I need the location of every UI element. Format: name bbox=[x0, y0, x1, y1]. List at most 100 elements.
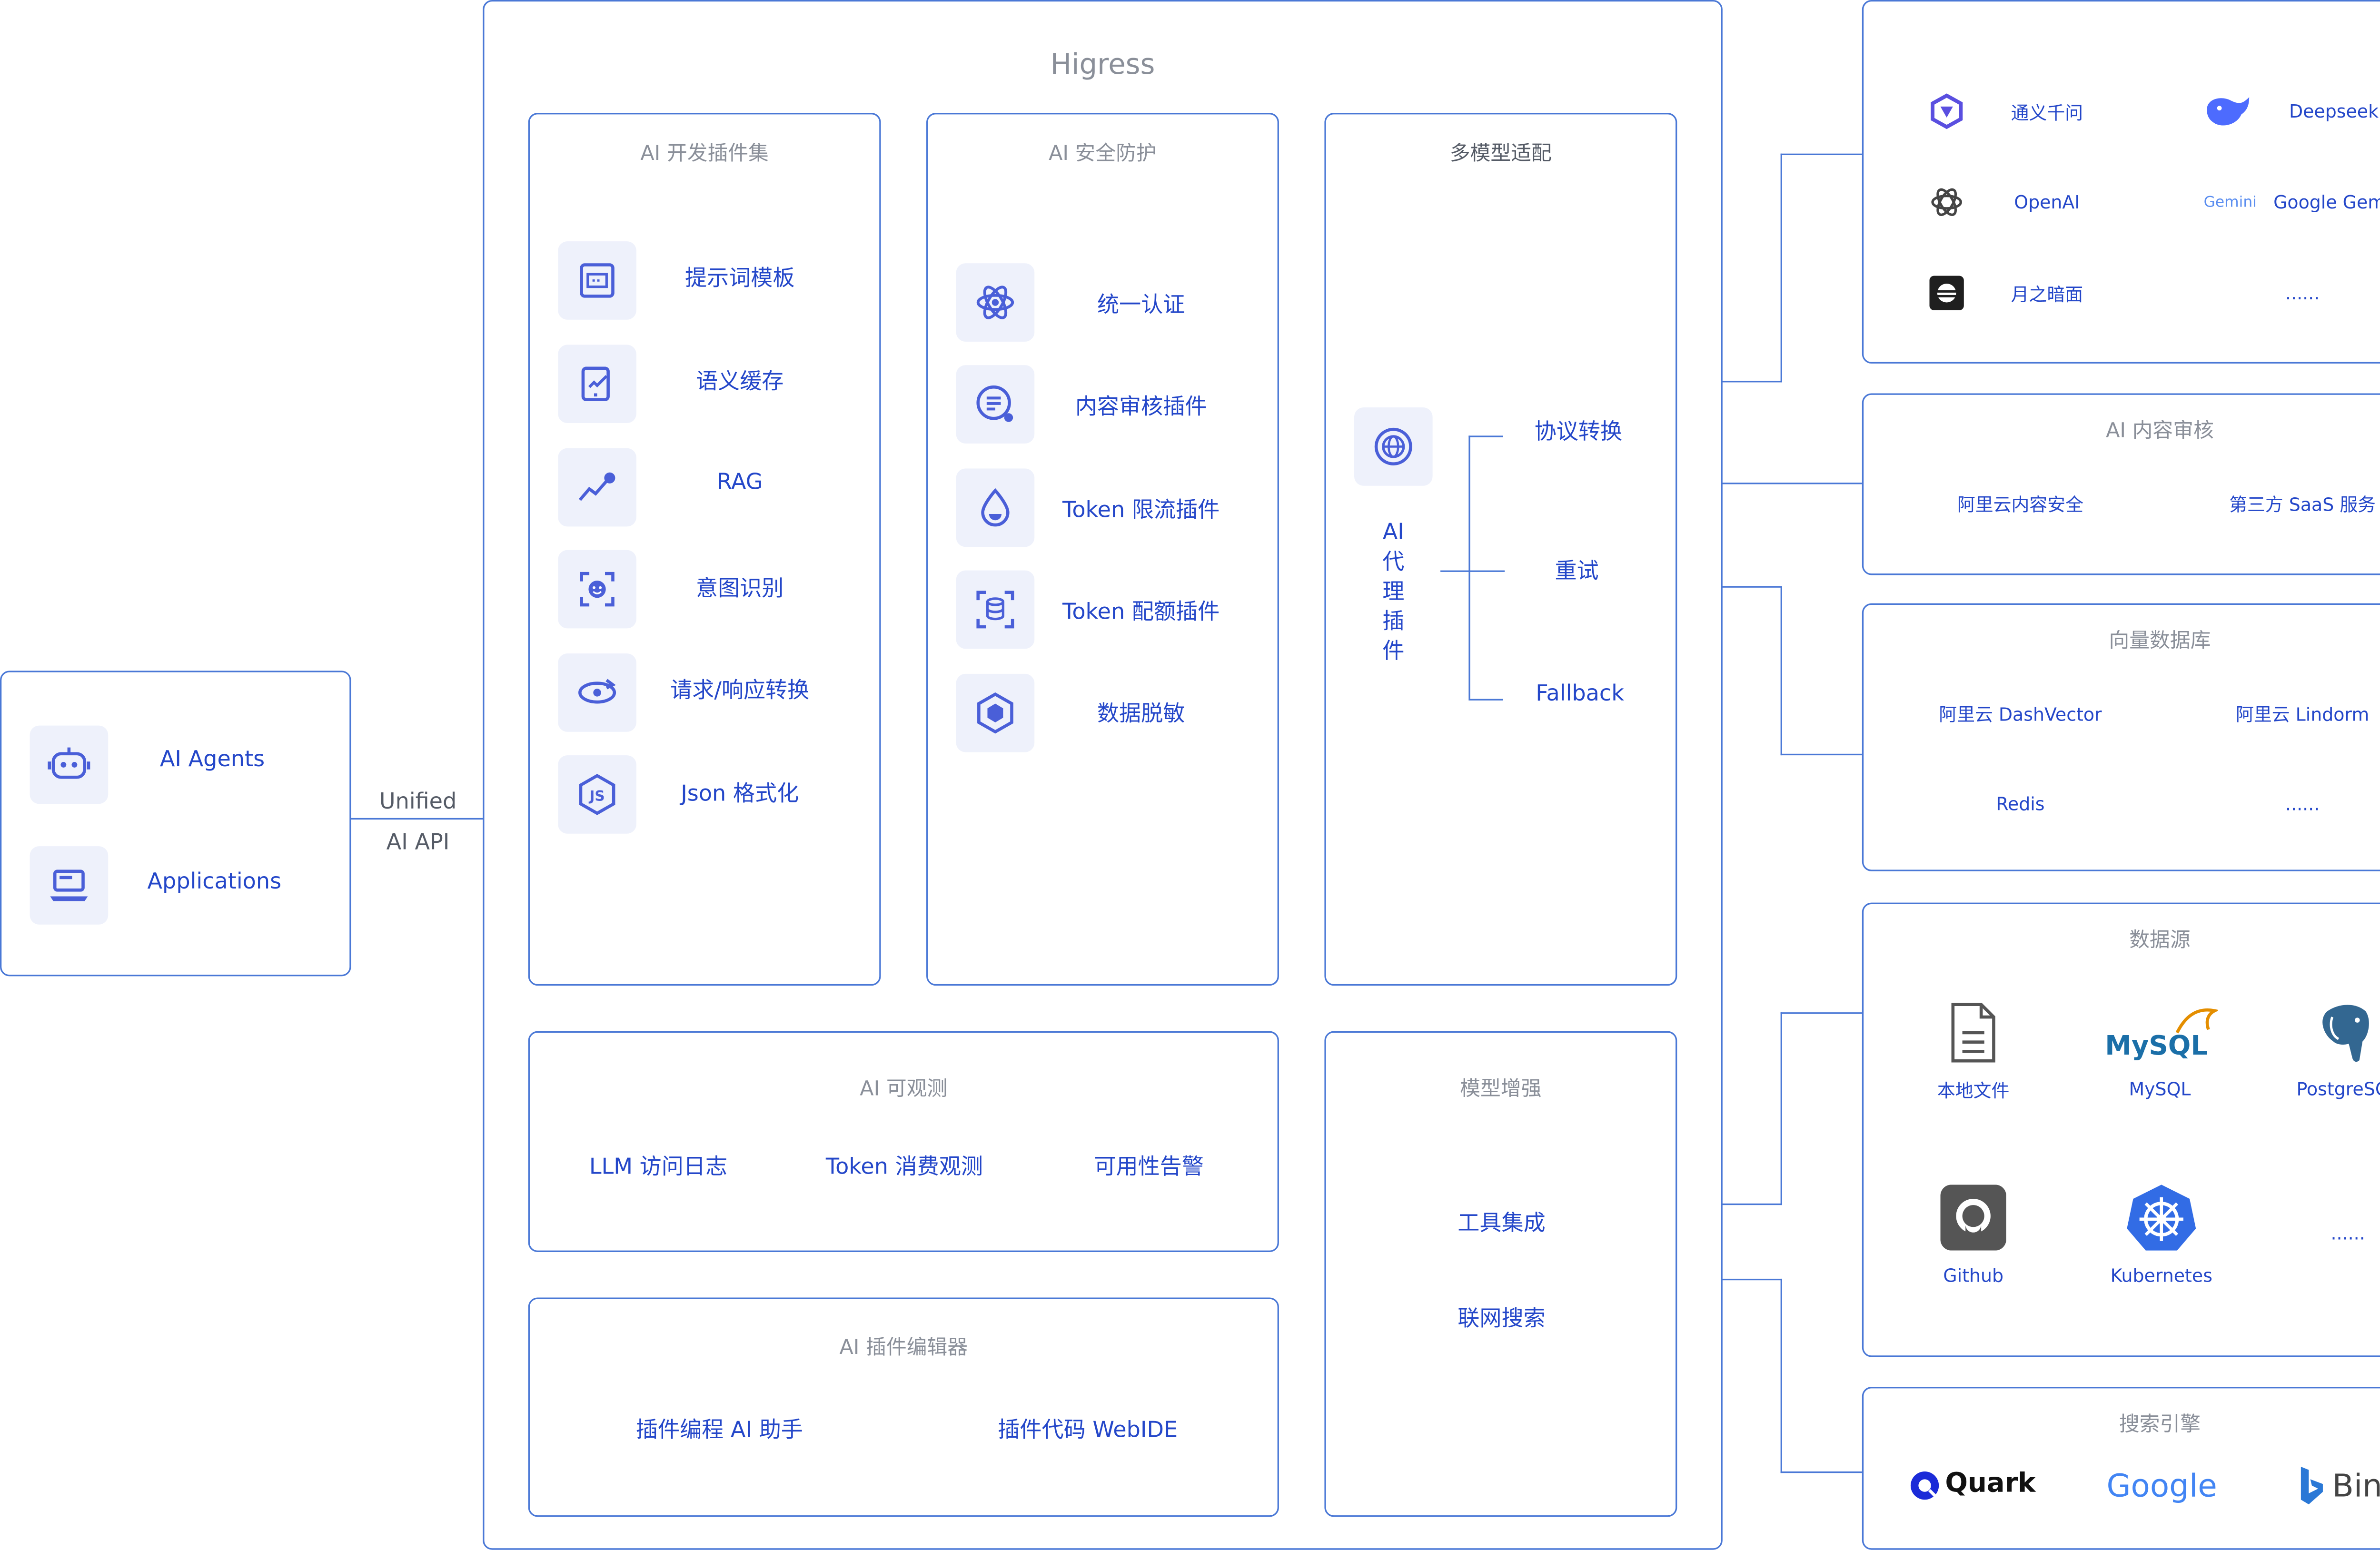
api-line2: AI API bbox=[386, 830, 450, 856]
vector-db-box: 向量数据库 阿里云 DashVector 阿里云 Lindorm Redis .… bbox=[1862, 603, 2380, 871]
laptop-icon bbox=[50, 869, 88, 901]
postgresql-elephant-icon bbox=[2320, 1002, 2371, 1064]
quota-icon-tile bbox=[956, 570, 1035, 649]
datasource-item-3: Github bbox=[1943, 1264, 2004, 1287]
enhance-item-0: 工具集成 bbox=[1458, 1211, 1546, 1237]
dev-item-5: Json 格式化 bbox=[681, 782, 799, 807]
search-item-2: Bing bbox=[2332, 1467, 2380, 1505]
intent-icon-tile bbox=[558, 550, 636, 629]
tablet-pen-icon bbox=[581, 366, 610, 401]
auth-icon-tile bbox=[956, 263, 1035, 342]
clients-box: AI Agents Applications bbox=[0, 671, 351, 977]
rag-icon-tile bbox=[558, 448, 636, 527]
data-sources-box: 数据源 本地文件 MySQL MySQL PostgreSQL Github K… bbox=[1862, 902, 2380, 1357]
connector-trunk-2v bbox=[1780, 586, 1782, 756]
proxy-char-2: 理 bbox=[1382, 580, 1405, 605]
connector-trunk-1 bbox=[1721, 381, 1782, 383]
mysql-dolphin-icon bbox=[2175, 1008, 2218, 1034]
bing-icon bbox=[2301, 1467, 2323, 1505]
globe-sync-icon bbox=[1374, 427, 1412, 465]
api-line1: Unified bbox=[379, 790, 457, 815]
search-engines-box: 搜索引擎 Quark Google Bing bbox=[1862, 1387, 2380, 1550]
security-item-1: 内容审核插件 bbox=[1075, 395, 1207, 420]
branch-bottom bbox=[1468, 699, 1503, 701]
template-icon bbox=[580, 263, 615, 298]
enhance-item-1: 联网搜索 bbox=[1458, 1307, 1546, 1332]
connector-search bbox=[1780, 1471, 1862, 1473]
proxy-icon-tile bbox=[1354, 407, 1433, 486]
datasource-item-1: MySQL bbox=[2129, 1078, 2191, 1100]
moderation-title: AI 内容审核 bbox=[2106, 420, 2214, 444]
datasource-title: 数据源 bbox=[2129, 929, 2191, 953]
connector-moderation bbox=[1721, 483, 1862, 484]
obs-item-1: Token 消费观测 bbox=[825, 1155, 983, 1180]
applications-label: Applications bbox=[147, 869, 282, 895]
multimodel-box: 多模型适配 AI 代 理 插 件 协议转换 重试 Fallback bbox=[1324, 113, 1677, 986]
security-item-2: Token 限流插件 bbox=[1062, 498, 1220, 523]
app-icon-tile bbox=[30, 846, 109, 925]
connector-trunk-1v bbox=[1780, 153, 1782, 383]
connector-trunk-3 bbox=[1721, 1203, 1782, 1205]
proxy-char-4: 件 bbox=[1382, 639, 1405, 665]
dev-item-3: 意图识别 bbox=[696, 576, 784, 602]
connector-llm bbox=[1780, 153, 1862, 155]
vector-item-2: Redis bbox=[1996, 793, 2045, 815]
dev-item-0: 提示词模板 bbox=[684, 266, 795, 292]
atom-icon bbox=[976, 286, 1014, 319]
js-hexagon-icon: JS bbox=[579, 774, 615, 815]
search-item-0: Quark bbox=[1945, 1468, 2036, 1500]
content-moderation-box: AI 内容审核 阿里云内容安全 第三方 SaaS 服务 bbox=[1862, 393, 2380, 575]
database-scan-icon bbox=[976, 591, 1014, 629]
datasource-item-5: ...... bbox=[2330, 1222, 2365, 1244]
model-enhance-title: 模型增强 bbox=[1460, 1078, 1542, 1102]
vector-title: 向量数据库 bbox=[2109, 630, 2211, 654]
multimodel-title: 多模型适配 bbox=[1449, 142, 1552, 167]
security-item-3: Token 配额插件 bbox=[1062, 600, 1220, 625]
llm-item-5: ...... bbox=[2285, 282, 2320, 304]
branch-stem bbox=[1440, 570, 1505, 572]
editor-item-0: 插件编程 AI 助手 bbox=[635, 1418, 803, 1443]
datasource-item-2: PostgreSQL bbox=[2296, 1078, 2380, 1100]
llm-item-4: 月之暗面 bbox=[2011, 283, 2083, 306]
quark-icon bbox=[1910, 1471, 1939, 1500]
vector-item-1: 阿里云 Lindorm bbox=[2235, 703, 2370, 726]
branch-spine bbox=[1468, 435, 1470, 699]
vector-item-0: 阿里云 DashVector bbox=[1939, 703, 2102, 726]
ai-agents-label: AI Agents bbox=[159, 747, 265, 773]
connector-trunk-3v bbox=[1780, 1012, 1782, 1205]
template-icon-tile bbox=[558, 241, 636, 320]
openai-icon bbox=[1931, 188, 1962, 216]
drop-icon bbox=[981, 488, 1010, 527]
dev-item-4: 请求/响应转换 bbox=[670, 678, 810, 704]
obs-item-2: 可用性告警 bbox=[1094, 1155, 1204, 1180]
dev-item-1: 语义缓存 bbox=[696, 370, 784, 395]
cache-icon-tile bbox=[558, 345, 636, 424]
connector-trunk-2 bbox=[1721, 586, 1782, 588]
agent-icon-tile bbox=[30, 725, 109, 804]
connector-trunk-4 bbox=[1721, 1278, 1782, 1281]
convert-icon-tile bbox=[558, 653, 636, 732]
llm-item-0: 通义千问 bbox=[2011, 102, 2083, 124]
branch-1: 重试 bbox=[1555, 559, 1599, 585]
search-item-1: Google bbox=[2106, 1467, 2217, 1505]
search-doc-icon bbox=[976, 385, 1013, 422]
llm-providers-box: 通义千问 Deepseek OpenAI Gemini Google Gemin… bbox=[1862, 0, 2380, 364]
proxy-char-1: 代 bbox=[1382, 550, 1405, 575]
observability-title: AI 可观测 bbox=[860, 1078, 948, 1102]
proxy-vertical-label: AI 代 理 插 件 bbox=[1378, 519, 1409, 668]
vector-item-3: ...... bbox=[2285, 793, 2320, 815]
gemini-logo: Gemini bbox=[2203, 194, 2257, 212]
tongyi-icon bbox=[1931, 93, 1963, 129]
connector-vector bbox=[1780, 753, 1862, 756]
datasource-item-4: Kubernetes bbox=[2110, 1264, 2212, 1287]
face-scan-icon bbox=[580, 572, 615, 607]
llm-item-1: Deepseek bbox=[2289, 100, 2379, 122]
mysql-logo: MySQL bbox=[2105, 1031, 2208, 1063]
dev-item-2: RAG bbox=[716, 470, 763, 495]
kubernetes-icon bbox=[2127, 1185, 2196, 1251]
llm-item-3: Google Gemini bbox=[2273, 191, 2380, 213]
branch-2: Fallback bbox=[1536, 681, 1625, 707]
security-item-4: 数据脱敏 bbox=[1097, 702, 1185, 727]
deepseek-whale-icon bbox=[2207, 97, 2250, 126]
moonshot-icon bbox=[1929, 276, 1964, 310]
